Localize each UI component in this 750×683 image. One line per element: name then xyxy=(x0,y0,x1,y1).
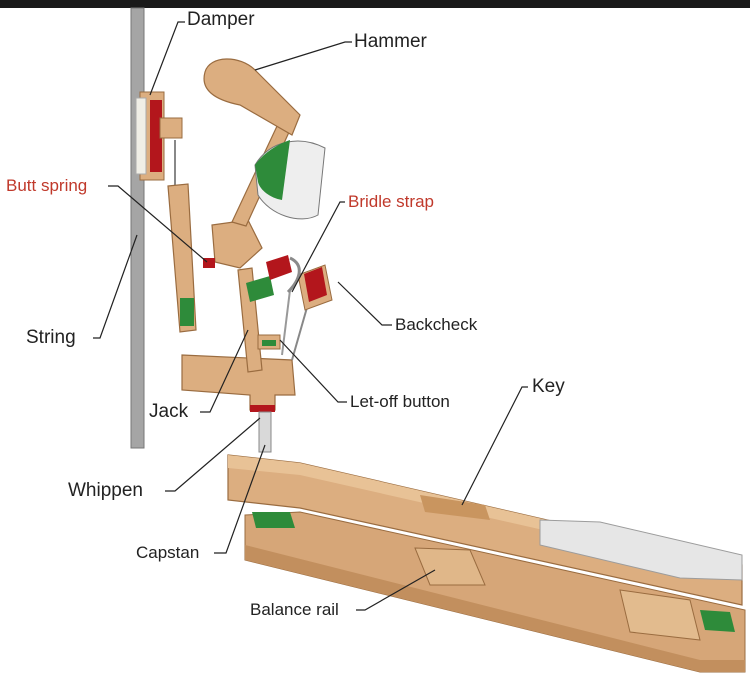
label-capstan: Capstan xyxy=(136,543,200,562)
leader-backcheck xyxy=(337,281,392,326)
leader-let-off xyxy=(279,339,347,403)
top-border xyxy=(0,0,750,8)
leader-capstan xyxy=(214,444,266,554)
damper-block xyxy=(159,117,183,139)
bridle-wire xyxy=(281,289,291,356)
whippen xyxy=(181,354,296,411)
let-off-felt xyxy=(262,340,276,346)
leader-key xyxy=(461,386,528,506)
label-butt-spring: Butt spring xyxy=(6,176,88,195)
leader-lines xyxy=(93,21,528,611)
leader-damper xyxy=(149,21,185,96)
damper-felt-white xyxy=(135,97,147,175)
label-key: Key xyxy=(532,376,565,397)
damper-spoon-felt xyxy=(180,298,194,326)
whippen-felt xyxy=(250,405,275,412)
butt-spring-felt xyxy=(203,258,215,268)
label-bridle-strap: Bridle strap xyxy=(348,192,434,211)
hammer-butt xyxy=(211,219,263,269)
balance-rail-front-block xyxy=(619,589,701,641)
front-rail-felt xyxy=(700,610,735,632)
balance-rail-front xyxy=(245,545,745,672)
leader-string xyxy=(93,234,138,339)
hammer-rail-red xyxy=(266,255,292,280)
leader-jack xyxy=(200,329,249,413)
leader-hammer xyxy=(254,41,352,71)
bridle-strap xyxy=(286,256,301,294)
label-hammer: Hammer xyxy=(354,31,427,52)
damper-lever xyxy=(167,183,197,333)
string xyxy=(130,7,145,449)
balance-rail-felt xyxy=(252,512,295,528)
leader-balance-rail xyxy=(356,569,436,611)
hammer-green-felt xyxy=(246,276,274,302)
label-balance-rail: Balance rail xyxy=(250,600,339,619)
hammer-head xyxy=(203,58,301,136)
leader-bridle-strap xyxy=(291,201,345,293)
leader-butt-spring xyxy=(108,185,208,263)
damper-felt-red xyxy=(150,100,162,172)
balance-rail-block xyxy=(414,547,486,586)
label-string: String xyxy=(26,327,76,348)
capstan xyxy=(258,411,272,453)
label-whippen: Whippen xyxy=(68,480,143,501)
label-jack: Jack xyxy=(149,401,189,422)
label-let-off-button: Let-off button xyxy=(350,392,450,411)
hammer-underfelt xyxy=(255,140,290,200)
key-ivory xyxy=(539,519,743,581)
backcheck-felt xyxy=(304,267,327,302)
key-weight-block xyxy=(420,495,490,520)
label-backcheck: Backcheck xyxy=(395,315,478,334)
leader-whippen xyxy=(165,417,261,492)
label-damper: Damper xyxy=(187,9,255,30)
